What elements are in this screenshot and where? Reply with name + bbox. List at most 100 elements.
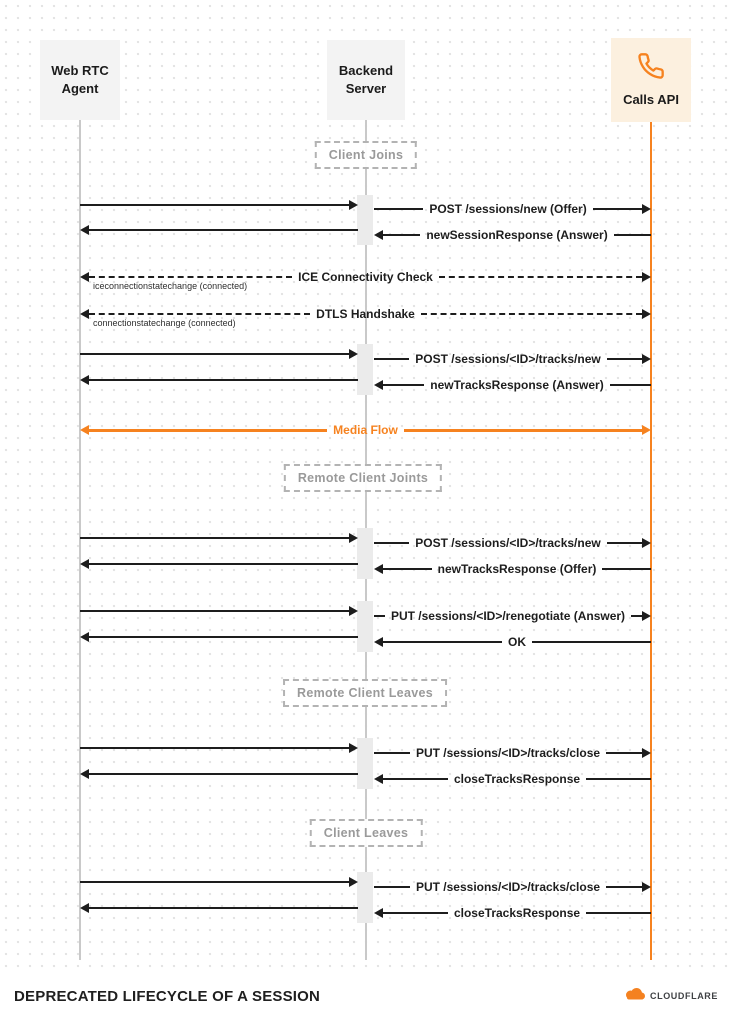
- arrowhead-right-icon: [349, 877, 358, 887]
- arrowhead-right-icon: [642, 204, 651, 214]
- message-line: [602, 568, 651, 570]
- message-line: [383, 234, 421, 236]
- message-line: [89, 379, 358, 381]
- arrowhead-left-icon: [80, 559, 89, 569]
- message-line: [374, 886, 410, 888]
- message-line: [80, 204, 349, 206]
- message-label: Media Flow: [333, 423, 398, 437]
- activation-bar: [357, 872, 373, 923]
- message-arrow: [80, 224, 358, 236]
- lifeline-webrtc-agent: [79, 120, 81, 960]
- message-label: DTLS Handshake: [316, 307, 415, 321]
- message-arrow: [80, 605, 358, 617]
- message-line: [89, 428, 328, 432]
- arrowhead-left-icon: [374, 230, 383, 240]
- message-line: [383, 568, 432, 570]
- message-arrow: newSessionResponse (Answer): [374, 228, 652, 242]
- message-line: [80, 610, 349, 612]
- message-arrow: PUT /sessions/<ID>/renegotiate (Answer): [374, 609, 652, 623]
- actor-label: Backend Server: [338, 63, 394, 96]
- message-arrow: [80, 768, 358, 780]
- arrowhead-left-icon: [374, 637, 383, 647]
- message-line: [438, 276, 643, 278]
- message-line: [80, 353, 349, 355]
- arrowhead-left-icon: [374, 380, 383, 390]
- message-line: [606, 752, 643, 754]
- message-label: newSessionResponse (Answer): [426, 228, 608, 242]
- arrowhead-right-icon: [349, 606, 358, 616]
- arrowhead-left-icon: [80, 632, 89, 642]
- message-line: [532, 641, 651, 643]
- arrowhead-right-icon: [349, 533, 358, 543]
- phase-remote-client-leaves: Remote Client Leaves: [283, 679, 447, 707]
- message-note: connectionstatechange (connected): [93, 318, 236, 328]
- message-arrow: [80, 631, 358, 643]
- message-line: [374, 208, 424, 210]
- cloudflare-cloud-icon: [624, 987, 646, 1005]
- activation-bar: [357, 195, 373, 245]
- message-line: [89, 773, 358, 775]
- message-arrow: POST /sessions/new (Offer): [374, 202, 651, 216]
- message-label: PUT /sessions/<ID>/tracks/close: [415, 746, 601, 760]
- arrowhead-right-icon: [642, 354, 652, 364]
- actor-webrtc-agent: Web RTC Agent: [40, 40, 120, 120]
- cloudflare-logo: CLOUDFLARE: [624, 987, 718, 1005]
- message-arrow: [80, 742, 358, 754]
- actor-label: Calls API: [623, 91, 679, 107]
- message-line: [89, 563, 358, 565]
- arrowhead-left-icon: [374, 774, 383, 784]
- arrowhead-left-icon: [374, 908, 383, 918]
- arrowhead-right-icon: [642, 309, 652, 319]
- message-line: [383, 384, 425, 386]
- message-line: [420, 313, 643, 315]
- message-arrow: DTLS Handshake: [80, 307, 652, 321]
- arrowhead-left-icon: [80, 225, 89, 235]
- activation-bar: [357, 601, 373, 652]
- message-arrow: [80, 902, 358, 914]
- message-label: closeTracksResponse: [453, 772, 581, 786]
- message-label: newTracksResponse (Offer): [437, 562, 597, 576]
- message-arrow: POST /sessions/<ID>/tracks/new: [374, 352, 652, 366]
- arrowhead-right-icon: [642, 425, 652, 435]
- message-line: [403, 428, 643, 432]
- message-arrow: PUT /sessions/<ID>/tracks/close: [374, 880, 652, 894]
- message-label: POST /sessions/new (Offer): [429, 202, 587, 216]
- arrowhead-left-icon: [80, 309, 89, 319]
- message-line: [631, 615, 643, 617]
- arrowhead-right-icon: [642, 748, 652, 758]
- arrowhead-right-icon: [349, 743, 358, 753]
- message-label: newTracksResponse (Answer): [430, 378, 604, 392]
- arrowhead-left-icon: [80, 903, 89, 913]
- message-label: POST /sessions/<ID>/tracks/new: [415, 352, 601, 366]
- message-arrow: [80, 876, 358, 888]
- message-line: [609, 384, 651, 386]
- message-arrow: [80, 532, 358, 544]
- activation-bar: [357, 528, 373, 579]
- arrowhead-right-icon: [642, 882, 652, 892]
- message-arrow: [80, 374, 358, 386]
- message-line: [383, 778, 448, 780]
- message-line: [374, 358, 410, 360]
- message-label: ICE Connectivity Check: [298, 270, 433, 284]
- arrowhead-right-icon: [642, 272, 652, 282]
- message-line: [89, 907, 358, 909]
- arrowhead-left-icon: [80, 769, 89, 779]
- message-note: iceconnectionstatechange (connected): [93, 281, 248, 291]
- message-arrow: OK: [374, 635, 651, 649]
- arrowhead-right-icon: [349, 200, 358, 210]
- arrowhead-right-icon: [642, 538, 652, 548]
- activation-bar: [357, 738, 373, 789]
- media-flow-arrow: Media Flow: [80, 423, 652, 437]
- message-arrow: [80, 348, 358, 360]
- arrowhead-right-icon: [349, 349, 358, 359]
- message-line: [383, 912, 448, 914]
- actor-backend-server: Backend Server: [327, 40, 405, 120]
- arrowhead-left-icon: [80, 425, 89, 435]
- phase-client-joins: Client Joins: [314, 141, 418, 169]
- message-line: [374, 542, 410, 544]
- message-line: [613, 234, 652, 236]
- message-arrow: PUT /sessions/<ID>/tracks/close: [374, 746, 652, 760]
- message-arrow: closeTracksResponse: [374, 906, 652, 920]
- arrowhead-right-icon: [642, 611, 652, 621]
